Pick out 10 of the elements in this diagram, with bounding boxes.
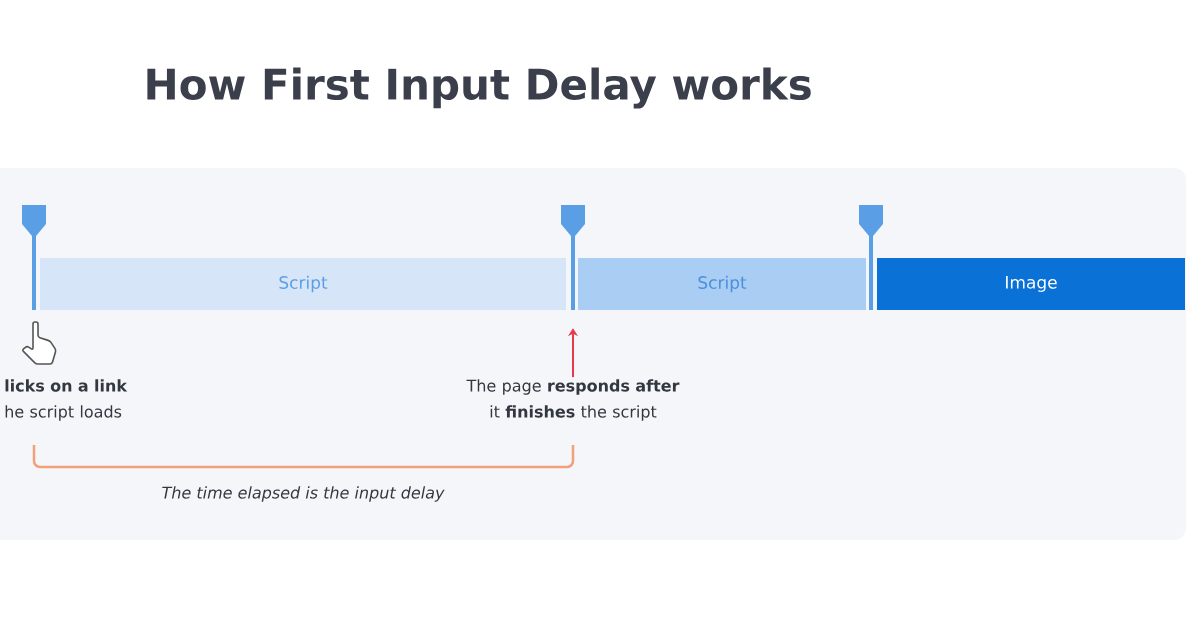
caption-text: The time elapsed is the input delay: [162, 486, 445, 502]
callout-text: The page responds after it finishes the script: [466, 379, 680, 421]
timeline-marker: [859, 205, 883, 310]
title: How First Input Delay works: [147, 67, 811, 109]
timeline-marker: [22, 205, 46, 310]
callout-text: licks on a link he script loads: [5, 379, 128, 421]
timeline-bar: Script: [578, 258, 866, 310]
timeline-bar: Image: [877, 258, 1185, 310]
timeline-bar: Script: [40, 258, 566, 310]
timeline-marker: [561, 205, 585, 310]
